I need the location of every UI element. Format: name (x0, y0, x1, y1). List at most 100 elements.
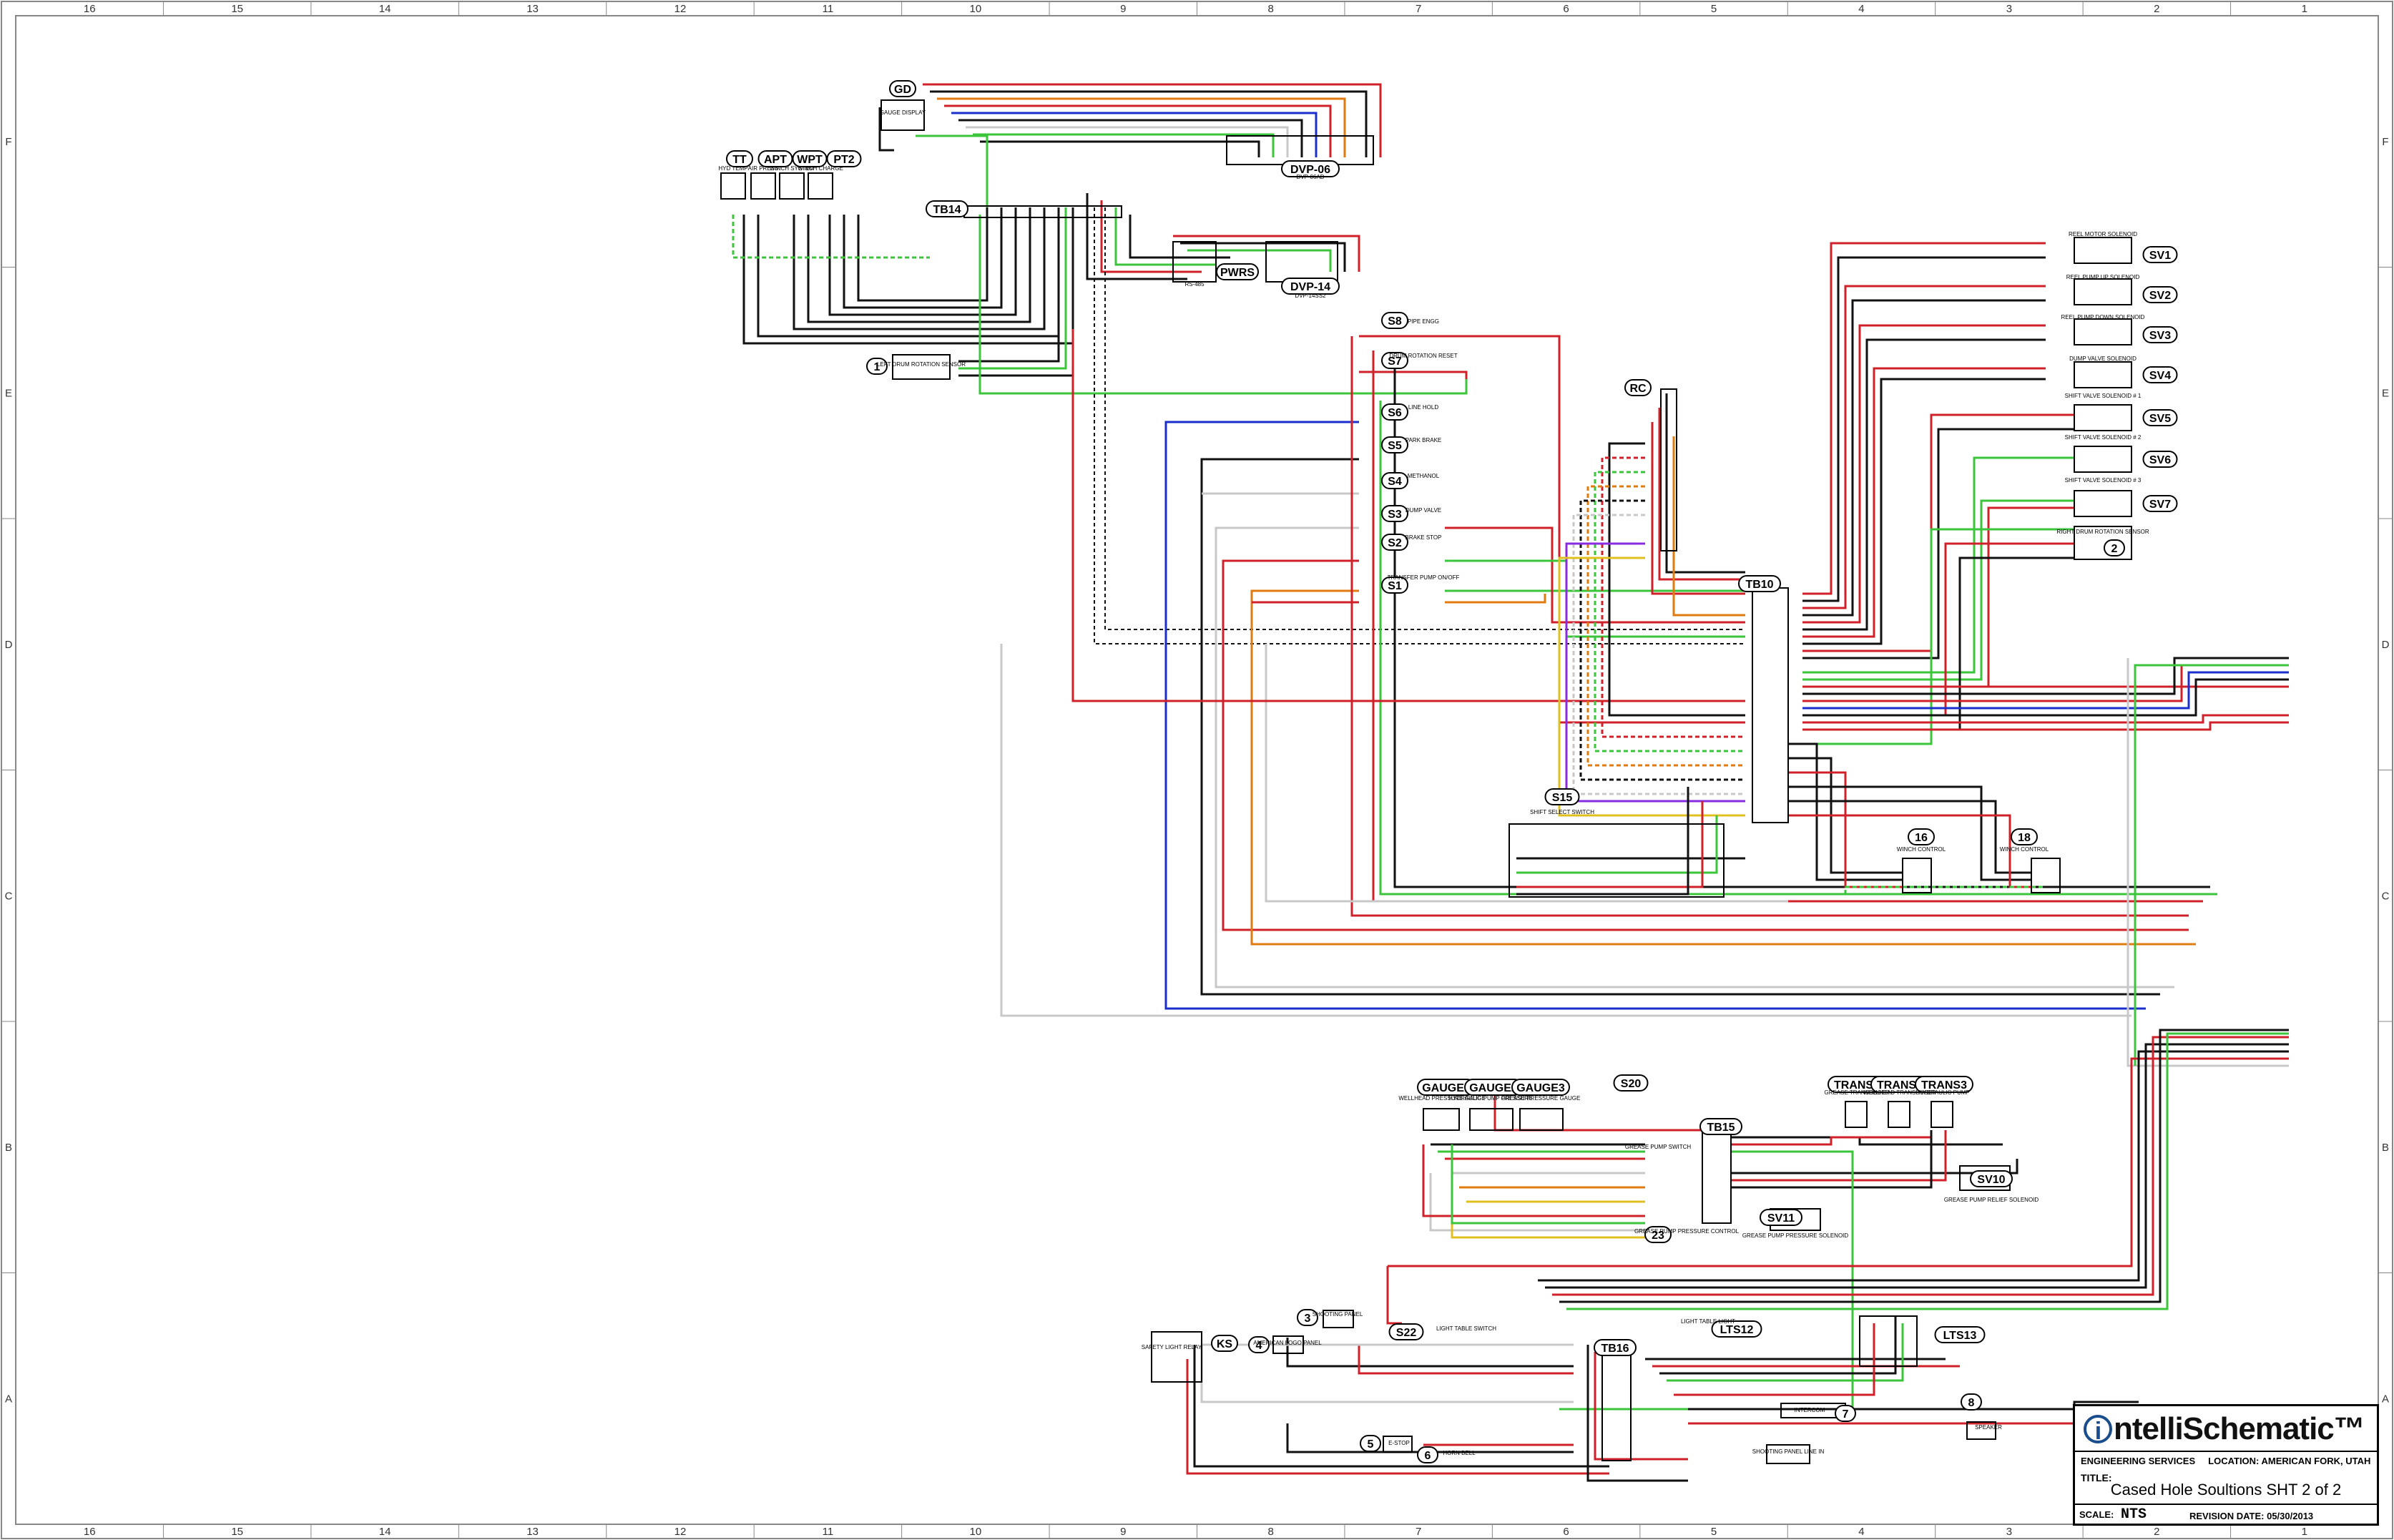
scale-value: NTS (2121, 1506, 2147, 1523)
svg-text:S5: S5 (1388, 440, 1402, 452)
s3-label: DUMP VALVE (1406, 507, 1441, 514)
s5-label: PARK BRAKE (1406, 437, 1442, 443)
c1-label: LEFT DRUM ROTATION SENSOR (877, 361, 966, 368)
trans2-tag: TRANS2 (1870, 1076, 1929, 1093)
svg-text:S2: S2 (1388, 537, 1402, 549)
trans3-tag: TRANS3 (1915, 1076, 1973, 1093)
svg-text:APT: APT (764, 154, 787, 166)
sv4-tag: SV4 (2142, 366, 2178, 383)
tb10-tag: TB10 (1738, 575, 1781, 592)
border-zone-letter: D (5, 639, 13, 651)
pt2-label: WINCH CHARGE (798, 165, 843, 172)
s8-label: PIPE ENGG (1408, 318, 1439, 325)
wpt-label: WINCH SYSTEM (770, 165, 815, 172)
tb15-tag: TB15 (1699, 1118, 1742, 1135)
border-zone-number: 11 (823, 1526, 834, 1538)
c2-label: RIGHT DRUM ROTATION SENSOR (2056, 529, 2149, 535)
sv4-box (2074, 361, 2132, 388)
c6-tag: 6 (1417, 1446, 1438, 1463)
c3-label: SHOOTING PANEL (1313, 1311, 1363, 1318)
svg-text:SV10: SV10 (1977, 1174, 2005, 1186)
sv7-tag: SV7 (2142, 495, 2178, 512)
border-zone-number: 1 (2302, 3, 2307, 15)
gauge3-tag: GAUGE3 (1511, 1079, 1570, 1096)
svg-text:18: 18 (2018, 832, 2031, 844)
sv7-box (2074, 490, 2132, 517)
rc-tag: RC (1624, 379, 1652, 396)
border-zone-letter: F (2382, 136, 2388, 148)
border-zone-letter: B (2382, 1142, 2389, 1154)
drawing-title: Cased Hole Soultions SHT 2 of 2 (2110, 1481, 2342, 1499)
pwrs-supply (1172, 241, 1217, 283)
estop-box (1383, 1436, 1413, 1453)
s1-label: TRANSFER PUMP ON/OFF (1388, 574, 1460, 581)
s6-tag: S6 (1381, 403, 1408, 421)
sv6-tag: SV6 (2142, 451, 2178, 468)
c18-tag: 18 (2011, 828, 2038, 845)
svg-text:LTS13: LTS13 (1943, 1330, 1977, 1342)
wpt-transmitter (779, 172, 805, 200)
company-row: ENGINEERING SERVICES LOCATION: AMERICAN … (2075, 1451, 2377, 1469)
sv7-label: SHIFT VALVE SOLENOID # 3 (2065, 477, 2142, 484)
svg-text:PWRS: PWRS (1220, 267, 1255, 279)
c7-label: INTERCOM (1795, 1407, 1825, 1413)
revision-date: REVISION DATE: 05/30/2013 (2189, 1511, 2314, 1521)
svg-text:SV5: SV5 (2149, 413, 2171, 425)
trans3-label: HYDRAULIC PUMP (1918, 1089, 1970, 1096)
s20-label: GREASE PUMP SWITCH (1625, 1144, 1692, 1150)
sv1-tag: SV1 (2142, 246, 2178, 263)
c8-label: SPEAKER (1975, 1424, 2002, 1431)
apt-tag: APT (757, 150, 793, 167)
c16-tag: 16 (1908, 828, 1935, 845)
lts13-tag: LTS13 (1934, 1326, 1986, 1343)
border-zone-letter: F (5, 136, 11, 148)
pwrs-label: RS-485 (1184, 281, 1205, 288)
border-zone-number: 14 (379, 1526, 391, 1538)
svg-text:7: 7 (1843, 1408, 1849, 1421)
c3-box (1323, 1310, 1354, 1328)
s7-tag: S7 (1381, 352, 1408, 369)
svg-text:WPT: WPT (797, 154, 823, 166)
border-zone-letter: A (5, 1393, 12, 1405)
apt-label: AIR PRESS (748, 165, 779, 172)
right-drum-sensor-box (2074, 526, 2132, 560)
svg-text:S8: S8 (1388, 315, 1402, 328)
dvp06-label: DVP-06AD (1296, 174, 1324, 180)
svg-text:TT: TT (732, 154, 747, 166)
tb15-terminal-strip (1702, 1129, 1732, 1224)
border-zone-number: 9 (1120, 3, 1126, 15)
s4-tag: S4 (1381, 472, 1408, 489)
tb10-terminal-strip (1752, 587, 1789, 823)
pwrs-tag: PWRS (1216, 263, 1259, 280)
gauge2-box (1469, 1108, 1514, 1131)
svg-text:KS: KS (1217, 1338, 1233, 1350)
c3-tag: 3 (1297, 1309, 1318, 1326)
c4-label: AMERICAN LOGO PANEL (1253, 1340, 1322, 1346)
c16-label: WINCH CONTROL (1897, 846, 1946, 853)
border-zone-number: 15 (231, 3, 243, 15)
gauge2-label: HYDRAULIC PUMP PRESSURE (1448, 1095, 1533, 1102)
sv1-label: REEL MOTOR SOLENOID (2069, 231, 2137, 237)
ks-tag: KS (1211, 1335, 1238, 1352)
tt-tag: TT (726, 150, 753, 167)
svg-text:23: 23 (1652, 1230, 1664, 1242)
lts13-box (1859, 1315, 1918, 1367)
sv10-label: GREASE PUMP RELIEF SOLENOID (1944, 1197, 2039, 1203)
s5-tag: S5 (1381, 436, 1408, 453)
sv11-tag: SV11 (1760, 1209, 1802, 1226)
c4-box (1272, 1335, 1304, 1354)
svg-text:3: 3 (1305, 1313, 1311, 1325)
border-zone-number: 15 (231, 1526, 243, 1538)
border-zone-number: 10 (970, 3, 982, 15)
svg-text:2: 2 (2111, 543, 2118, 555)
dvp14-tag: DVP-14 (1281, 278, 1340, 295)
svg-text:6: 6 (1425, 1450, 1431, 1462)
svg-text:TRANS1: TRANS1 (1834, 1079, 1880, 1092)
gauge-display-box (880, 99, 925, 131)
border-zone-number: 8 (1268, 3, 1274, 15)
gauge3-box (1519, 1108, 1564, 1131)
s7-label: DRUM ROTATION RESET (1389, 353, 1457, 359)
tb16-terminal-strip (1601, 1353, 1632, 1461)
s15-label: SHIFT SELECT SWITCH (1530, 809, 1594, 815)
